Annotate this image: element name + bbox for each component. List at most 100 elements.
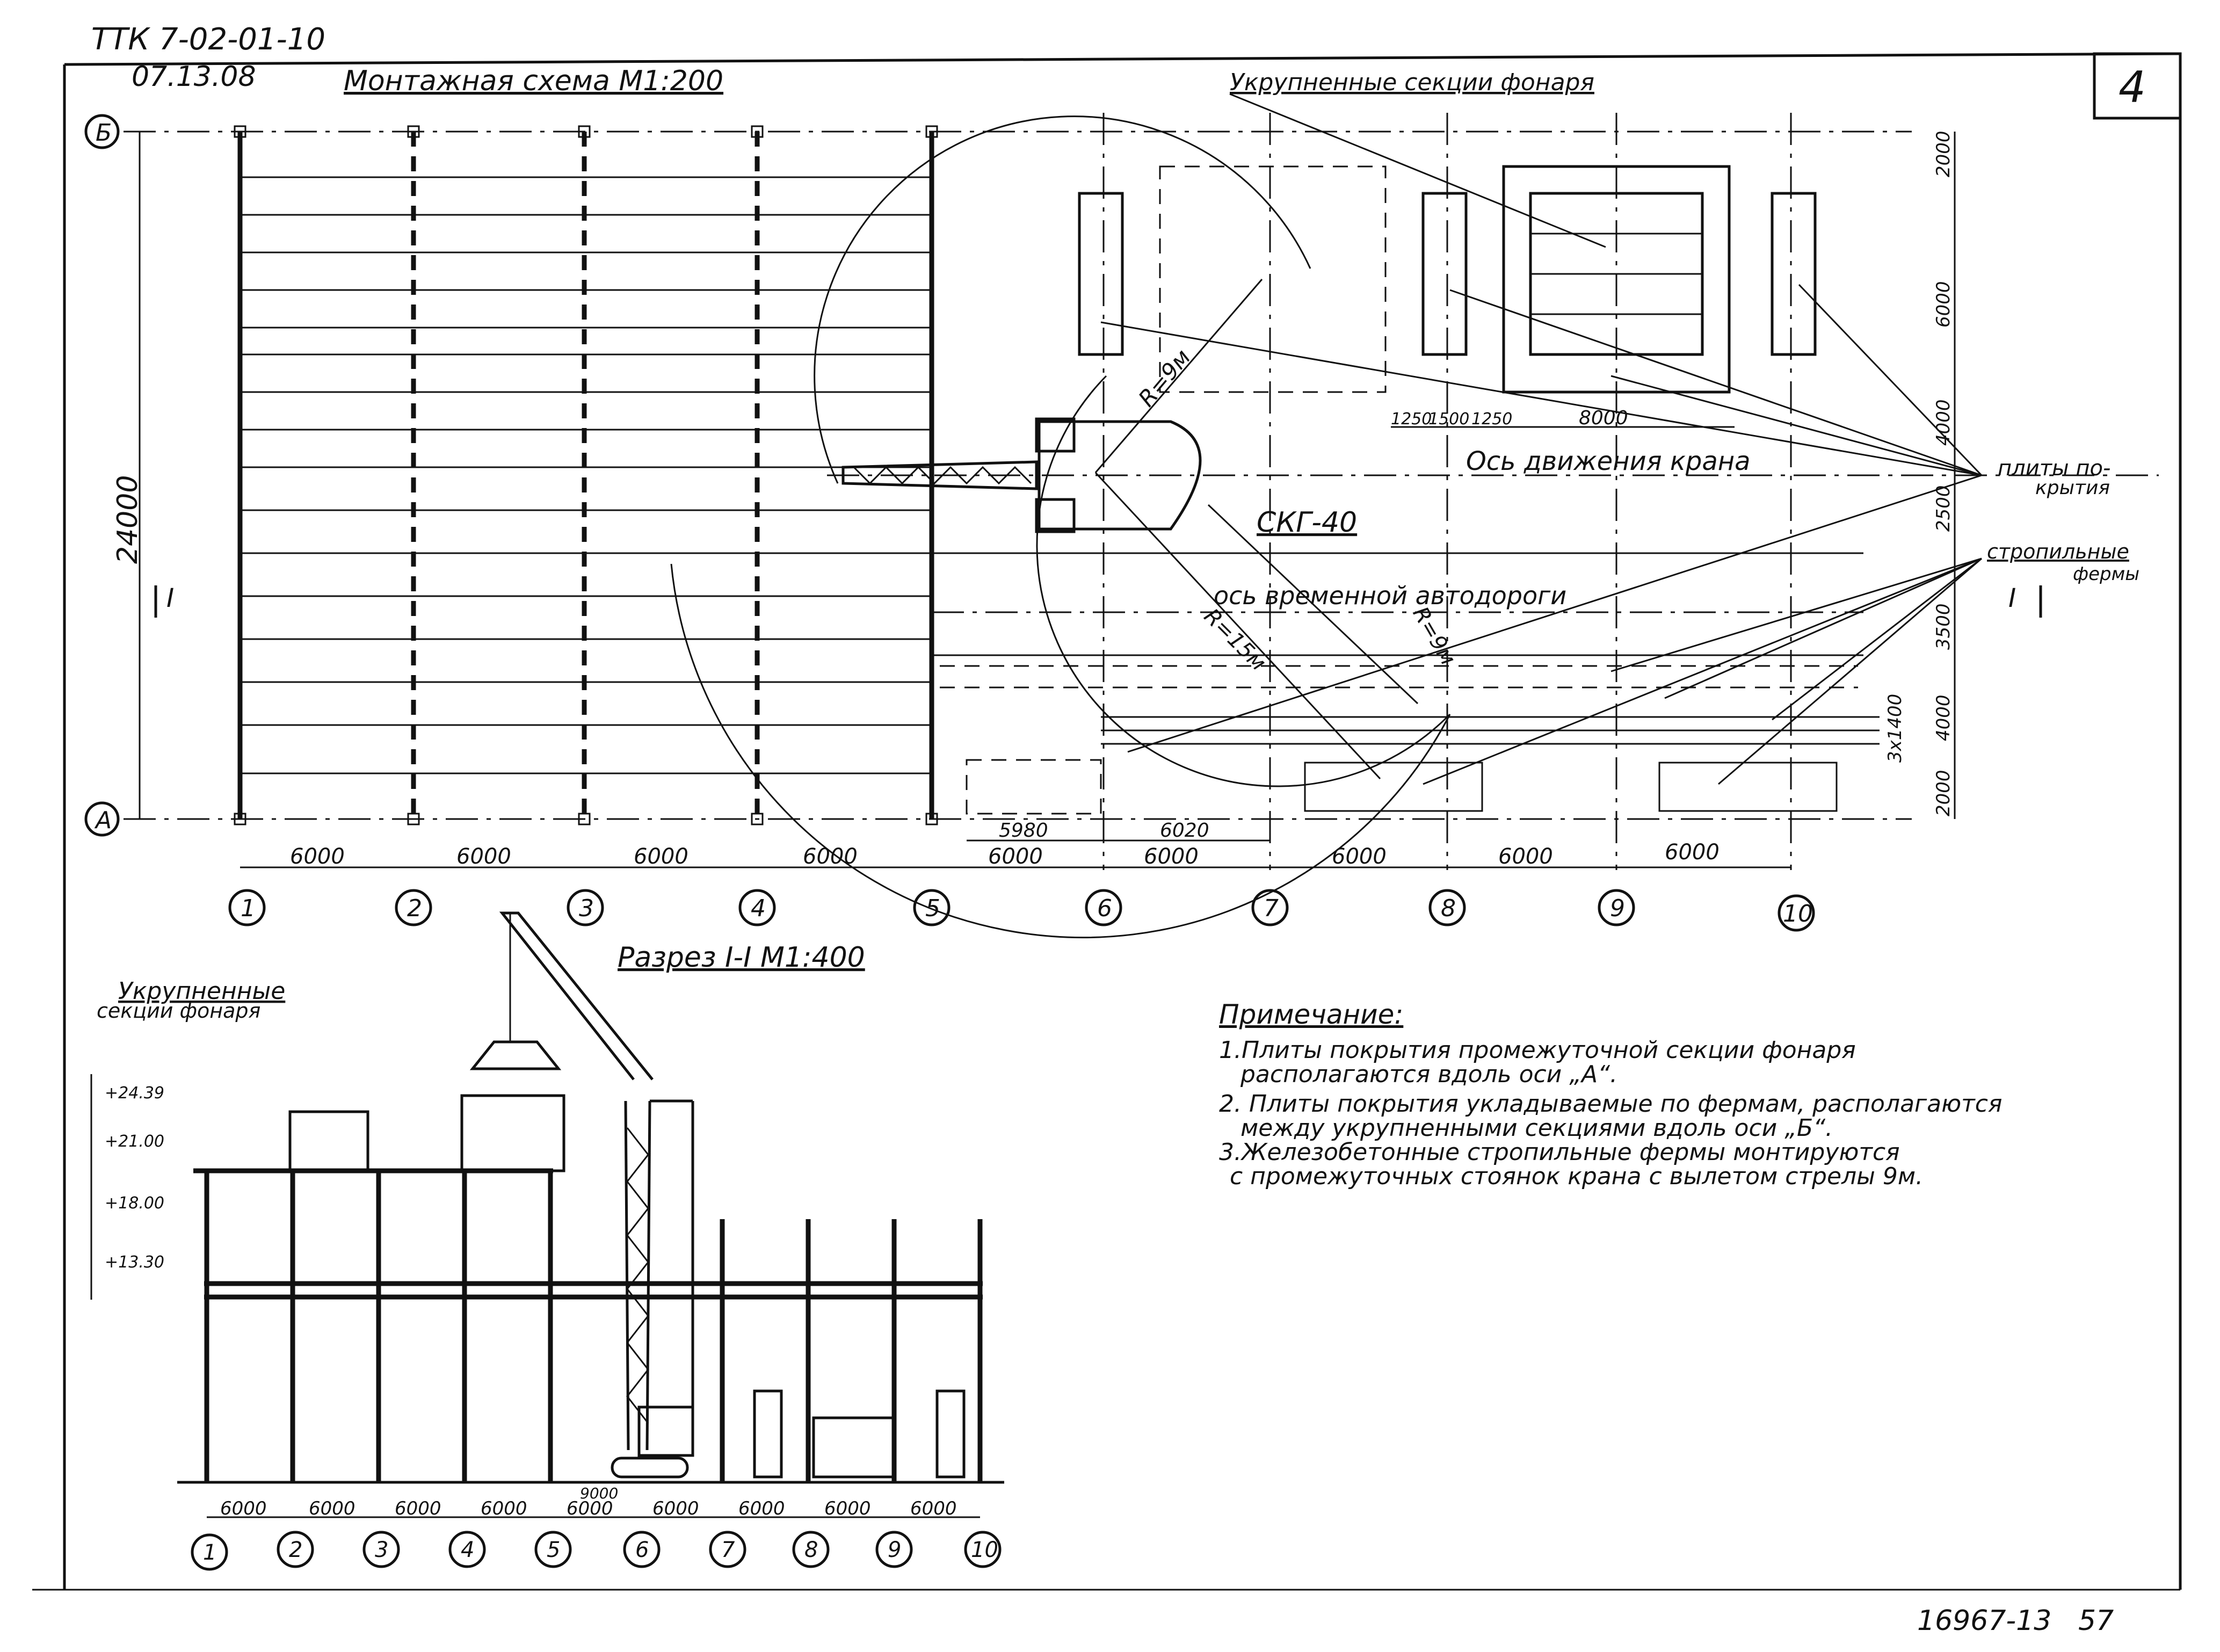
section-axis-label: 1 [203, 1540, 216, 1565]
section-span-dim: 6000 [395, 1498, 441, 1519]
note-line: 2. Плиты покрытия укладываемые по фермам… [1219, 1090, 2003, 1118]
plan-axis-label: 8 [1441, 895, 1456, 922]
plan-axis-label: 3 [579, 895, 594, 922]
road-axis-label: ось временной автодороги [1214, 581, 1566, 610]
section-mark-left: I [166, 583, 174, 613]
section-axis-label: 5 [547, 1538, 560, 1562]
reach-arc-r9 [814, 115, 1311, 484]
section-axis-label: 2 [289, 1538, 302, 1562]
lantern-dim: 1250 [1471, 410, 1512, 429]
note-line: между укрупненными секциями вдоль оси „Б… [1240, 1114, 1833, 1142]
level-mark: +21.00 [105, 1132, 164, 1151]
crane-tracks [611, 1457, 689, 1479]
roof-slabs-label-2: крытия [2035, 477, 2110, 499]
radius-r9-top: R=9м [1133, 344, 1195, 412]
section-view [177, 911, 1004, 1484]
axis-bubble-a [84, 801, 120, 837]
crane-skg40 [841, 417, 1202, 533]
crane-axis-label: Ось движения крана [1466, 446, 1751, 476]
section-span-dim: 6000 [824, 1498, 871, 1519]
section-lantern-label-2: секции фонаря [97, 999, 260, 1023]
lantern-section [1421, 192, 1468, 356]
section-extra-dim: 9000 [580, 1484, 618, 1502]
plan-axis-label: 5 [925, 895, 940, 922]
plan-span-dim: 6000 [803, 844, 858, 869]
leader-lines [1100, 93, 1983, 785]
sheet-frame [32, 52, 2182, 1591]
lantern-section [1078, 192, 1124, 356]
section-mark-right: I [2008, 583, 2016, 613]
right-dim: 2500 [1933, 485, 1954, 532]
note-line: с промежуточных стоянок крана с вылетом … [1230, 1163, 1924, 1190]
note-line: 1.Плиты покрытия промежуточной секции фо… [1219, 1037, 1856, 1064]
plan-bottom-dim: 5980 [999, 820, 1048, 842]
roof-slabs-hatching [240, 176, 932, 774]
lantern-dim: 8000 [1579, 407, 1628, 429]
lantern-section [1771, 192, 1817, 356]
trusses-label-2: фермы [2073, 563, 2139, 585]
section-axis-label: 7 [721, 1538, 735, 1562]
crane-body-elevation [637, 1405, 694, 1457]
plan-span-dim: 6000 [1665, 840, 1720, 865]
lantern-dim: 1500 [1428, 410, 1469, 429]
level-mark: +13.30 [105, 1253, 164, 1272]
section-lantern-label-1: Укрупненные [118, 977, 285, 1005]
section-span-dim: 6000 [309, 1498, 356, 1519]
right-dim: 2000 [1933, 770, 1954, 816]
axis-row-label: Б [96, 119, 112, 147]
plan-axis-bubbles [228, 889, 1815, 932]
plan-span-dim: 6000 [634, 844, 688, 869]
section-axis-label: 10 [971, 1538, 998, 1562]
section-axis-label: 4 [461, 1538, 474, 1562]
roof-slabs-label-1: плиты по- [1998, 456, 2110, 481]
plan-axis-label: 6 [1097, 895, 1112, 922]
section-axis-label: 3 [375, 1538, 388, 1562]
plan-span-dim: 6000 [1144, 844, 1199, 869]
section-axis-label: 8 [804, 1538, 818, 1562]
right-dim: 4000 [1933, 694, 1954, 741]
sheet-number: 4 [2119, 62, 2146, 112]
reach-arc-r15 [670, 563, 1451, 939]
section-span-dim: 6000 [910, 1498, 957, 1519]
plan-span-dim: 6000 [1498, 844, 1553, 869]
plan-axis-label: 4 [751, 895, 766, 922]
section-title: Разрез I-I М1:400 [618, 941, 865, 974]
lantern-section-large [1502, 165, 1731, 394]
trusses-storage [940, 665, 1880, 815]
plan-span-dim: 6000 [290, 844, 345, 869]
plan-bottom-dim: 6020 [1160, 820, 1209, 842]
plan-axis-label: 9 [1610, 895, 1625, 922]
doc-date: 07.13.08 [132, 61, 256, 93]
lantern-sections-label: Укрупненные секции фонаря [1230, 69, 1594, 96]
section-span-dim: 6000 [481, 1498, 527, 1519]
page-number: 57 [2078, 1605, 2114, 1637]
right-dim: 4000 [1933, 399, 1954, 446]
lantern-section-elevation [460, 1094, 565, 1172]
plan-span-dim: 6000 [988, 844, 1043, 869]
note-line: 3.Железобетонные стропильные фермы монти… [1219, 1139, 1900, 1166]
plan-title: Монтажная схема М1:200 [344, 65, 723, 97]
axis-row-label: А [94, 807, 112, 834]
plan-axis-label: 7 [1264, 895, 1279, 922]
right-dim: 6000 [1933, 281, 1954, 328]
right-dim: 3500 [1933, 603, 1954, 650]
level-mark: +18.00 [105, 1194, 164, 1213]
level-mark: +24.39 [105, 1084, 164, 1103]
section-span-dim: 6000 [738, 1498, 785, 1519]
lantern-section-outline [1159, 165, 1387, 393]
note-line: располагаются вдоль оси „А“. [1240, 1061, 1617, 1088]
section-span-dim: 6000 [567, 1498, 613, 1519]
lantern-dim: 1250 [1391, 410, 1432, 429]
plan-view: Б А [84, 93, 2159, 939]
crane-model-label: СКГ-40 [1257, 506, 1357, 539]
sheet-number-box [2093, 52, 2182, 120]
doc-number: 16967-13 [1917, 1605, 2051, 1637]
right-dim: 2000 [1933, 131, 1954, 177]
trusses-label-1: стропильные [1987, 540, 2129, 563]
section-span-dim: 6000 [652, 1498, 699, 1519]
doc-code: ТТК 7-02-01-10 [91, 22, 325, 57]
section-axis-label: 9 [888, 1538, 901, 1562]
section-axis-label: 6 [635, 1538, 649, 1562]
plan-span-dim: 6000 [456, 844, 511, 869]
